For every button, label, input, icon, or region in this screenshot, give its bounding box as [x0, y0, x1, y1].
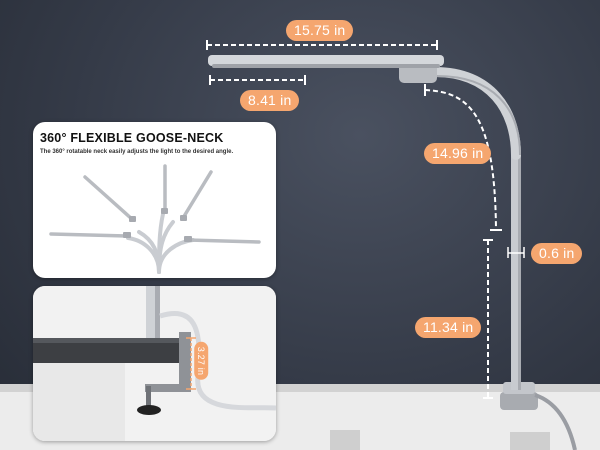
- lamp-pole: [511, 150, 521, 390]
- lamp-gooseneck: [430, 67, 521, 160]
- pole-height-label: 11.34 in: [415, 317, 482, 338]
- gooseneck-angles-illustration: [49, 164, 261, 274]
- clamp-opening-label: 3.27 in: [194, 341, 209, 381]
- clamp-illustration: [33, 286, 276, 441]
- lamp-head-underside: [212, 64, 440, 68]
- desk-leg-right: [510, 432, 550, 450]
- gooseneck-length-label: 14.96 in: [424, 143, 492, 164]
- card-subtitle: The 360° rotatable neck easily adjusts t…: [40, 149, 234, 155]
- lamp-gooseneck-shade: [436, 75, 521, 156]
- lamp-pole-shade: [518, 150, 521, 390]
- desk-leg: [330, 430, 360, 450]
- lamp-head: [208, 55, 444, 66]
- gooseneck-feature-card: 360° FLEXIBLE GOOSE-NECK The 360° rotata…: [33, 122, 276, 278]
- head-width-label: 15.75 in: [286, 20, 354, 41]
- desk-edge: [0, 384, 600, 392]
- pole-diameter-label: 0.6 in: [531, 243, 583, 264]
- power-cable: [534, 393, 577, 450]
- head-depth-label: 8.41 in: [240, 90, 300, 111]
- clamp-detail-card: 3.27 in: [33, 286, 276, 441]
- lamp-clamp: [500, 392, 538, 410]
- card-title: 360° FLEXIBLE GOOSE-NECK: [40, 131, 224, 145]
